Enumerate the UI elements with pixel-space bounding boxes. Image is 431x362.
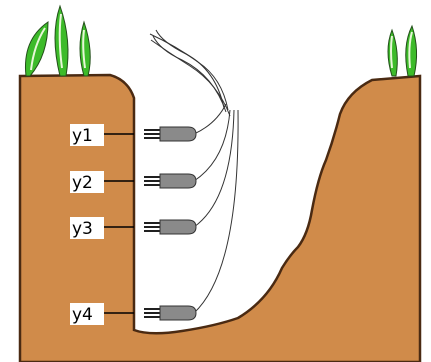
cable-y4: [194, 110, 238, 313]
cable-bundle-strand: [153, 36, 226, 112]
cable-bundle: [150, 30, 230, 116]
probe-body: [160, 306, 196, 320]
cable-bundle-strand: [151, 40, 230, 116]
probe-y2: [144, 174, 196, 188]
depth-label: y2: [72, 173, 93, 193]
probe-y3: [144, 220, 196, 234]
cable-y1: [194, 104, 226, 134]
probe-body: [160, 174, 196, 188]
cable-bundle-strand: [156, 30, 224, 108]
depth-label: y3: [72, 219, 93, 239]
probe-prongs: [144, 130, 160, 138]
probe-prongs: [144, 177, 160, 185]
probe-body: [160, 127, 196, 141]
depth-label: y1: [72, 126, 93, 146]
depth-label: y4: [72, 305, 93, 325]
probe-y4: [144, 306, 196, 320]
grass-left: [25, 6, 90, 76]
probe-y1: [144, 127, 196, 141]
leaf-vein: [391, 36, 392, 68]
probe-body: [160, 220, 196, 234]
cable-y2: [194, 110, 230, 181]
cable-bundle-strand: [150, 34, 228, 110]
probe-cables: [194, 104, 238, 313]
probe-prongs: [144, 309, 160, 317]
probe-prongs: [144, 223, 160, 231]
grass-right: [388, 26, 417, 76]
